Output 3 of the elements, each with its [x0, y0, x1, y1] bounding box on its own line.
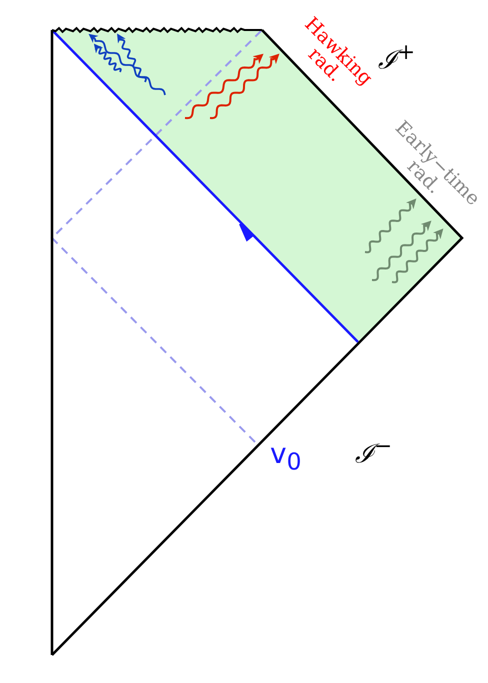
scri-plus-label: ℐ$^{+}$: [378, 42, 416, 74]
v0-label: v$_{0}$: [270, 440, 302, 474]
scri-minus-label: ℐ$^{−}$: [355, 436, 392, 468]
